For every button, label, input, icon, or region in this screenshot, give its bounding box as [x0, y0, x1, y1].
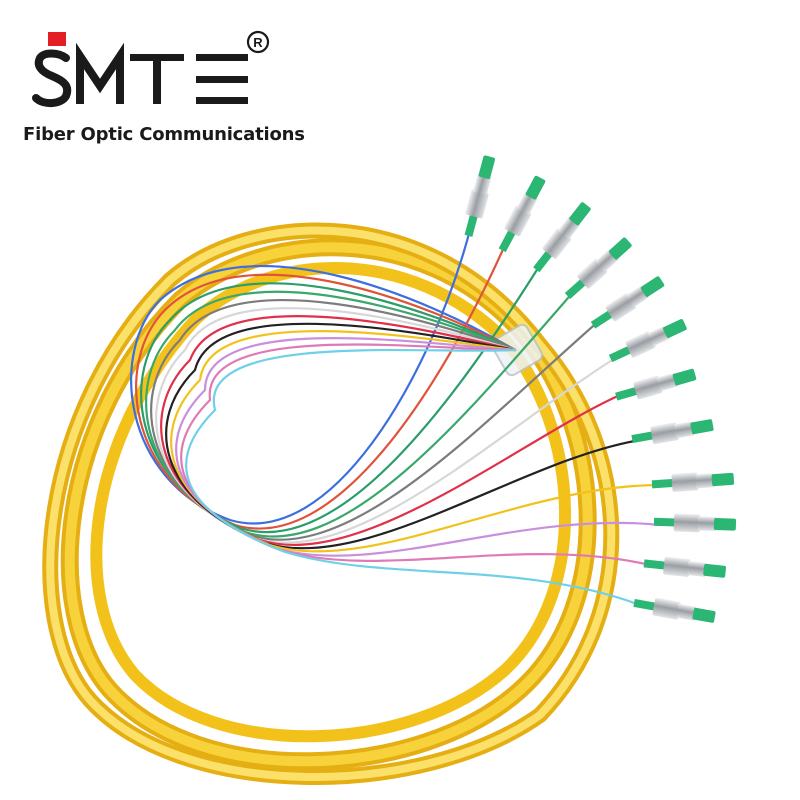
connector	[590, 276, 665, 329]
svg-text:R: R	[253, 35, 263, 50]
connector	[633, 597, 716, 623]
connector	[564, 237, 632, 299]
connector	[498, 175, 546, 253]
connector	[643, 556, 727, 578]
brand-header: R Fiber Optic Communications	[18, 24, 305, 154]
connector	[464, 155, 496, 237]
fc-connectors	[464, 155, 737, 623]
yellow-jacket-coil	[42, 222, 620, 785]
smte-logo: R	[32, 30, 270, 107]
brand-tagline: Fiber Optic Communications	[23, 124, 305, 145]
connector	[631, 419, 714, 445]
connector	[615, 368, 697, 401]
connector	[653, 513, 737, 533]
connector	[608, 319, 687, 363]
connector	[651, 472, 735, 492]
colored-fibers	[130, 228, 662, 607]
connector	[533, 202, 591, 273]
breakout-sleeve	[490, 323, 544, 377]
